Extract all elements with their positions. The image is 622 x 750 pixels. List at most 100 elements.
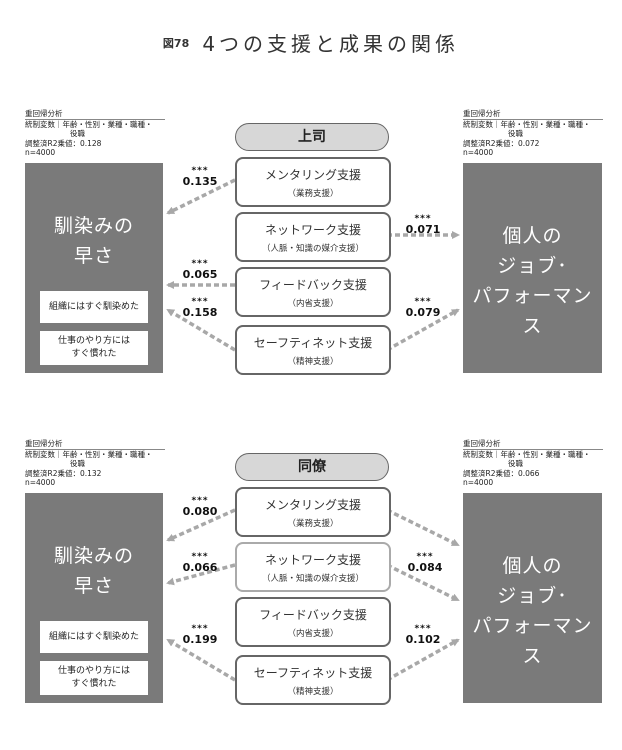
significance-stars: *** xyxy=(191,624,209,634)
stats-controls-cont: 役職 xyxy=(70,459,85,468)
arrow-safetynet-to-performance xyxy=(386,638,460,682)
outcome-title-line: 早さ xyxy=(73,245,114,267)
relation-header: 上司 xyxy=(235,123,389,151)
coefficient-value: 0.071 xyxy=(405,223,441,236)
stats-controls-cont: 役職 xyxy=(508,129,523,138)
coefficient-label: *** 0.080 xyxy=(180,497,220,518)
significance-stars: *** xyxy=(414,624,432,634)
support-name: ネットワーク支援 xyxy=(264,553,361,567)
outcome-box-fit-speed: 馴染みの 早さ 組織にはすぐ馴染めた 仕事のやり方には すぐ慣れた xyxy=(25,163,163,373)
left-regression-stats: 重回帰分析 統制変数｜年齢・性別・業種・職種・ 役職 調整済R2乗値：0.128… xyxy=(25,109,175,158)
outcome-title-line: 個人の xyxy=(502,225,563,247)
stats-r2: 調整済R2乗値：0.066 xyxy=(463,468,540,478)
stats-r2: 調整済R2乗値：0.072 xyxy=(463,138,540,148)
coefficient-label: *** 0.102 xyxy=(403,625,443,646)
significance-stars: *** xyxy=(414,214,432,224)
arrow-mentoring-to-performance xyxy=(386,508,460,547)
outcome-title-line: 馴染みの xyxy=(53,545,134,567)
stats-controls-cont: 役職 xyxy=(70,129,85,138)
outcome-title-line: パフォーマンス xyxy=(472,615,593,667)
support-desc: （業務支援） xyxy=(287,519,339,529)
stats-divider xyxy=(25,118,165,120)
coefficient-label: *** 0.084 xyxy=(405,553,445,574)
stats-divider xyxy=(463,118,603,120)
arrow-network-to-performance xyxy=(386,563,460,602)
support-desc: （内省支援） xyxy=(287,299,339,309)
stats-n: n=4000 xyxy=(463,148,494,157)
outcome-box-job-performance: 個人の ジョブ･ パフォーマンス xyxy=(463,493,602,703)
stats-controls: 統制変数｜年齢・性別・業種・職種・ xyxy=(25,119,153,129)
coefficient-label: *** 0.065 xyxy=(180,260,220,281)
outcome-title-line: ジョブ･ xyxy=(497,585,568,607)
right-regression-stats: 重回帰分析 統制変数｜年齢・性別・業種・職種・ 役職 調整済R2乗値：0.066… xyxy=(463,439,613,488)
support-name: フィードバック支援 xyxy=(259,608,367,622)
item-box: 組織にはすぐ馴染めた xyxy=(40,291,148,323)
stats-method: 重回帰分析 xyxy=(25,439,63,448)
coefficient-value: 0.079 xyxy=(405,306,441,319)
stats-r2: 調整済R2乗値：0.132 xyxy=(25,468,102,478)
coefficient-value: 0.102 xyxy=(405,633,441,646)
support-box-safetynet: セーフティネット支援 （精神支援） xyxy=(235,655,391,705)
support-name: ネットワーク支援 xyxy=(264,223,361,237)
stats-controls: 統制変数｜年齢・性別・業種・職種・ xyxy=(25,449,153,459)
coefficient-label: *** 0.199 xyxy=(180,625,220,646)
arrow-safetynet-to-fit xyxy=(166,308,236,352)
item-box: 組織にはすぐ馴染めた xyxy=(40,621,148,653)
support-box-network: ネットワーク支援 （人脈・知識の媒介支援） xyxy=(235,542,391,592)
coefficient-value: 0.199 xyxy=(182,633,218,646)
support-box-mentoring: メンタリング支援 （業務支援） xyxy=(235,157,391,207)
support-desc: （業務支援） xyxy=(287,189,339,199)
figure-heading: 4つの支援と成果の関係 xyxy=(202,32,460,56)
stats-divider xyxy=(25,448,165,450)
outcome-title-line: 個人の xyxy=(502,555,563,577)
stats-method: 重回帰分析 xyxy=(463,439,501,448)
stats-n: n=4000 xyxy=(463,478,494,487)
stats-divider xyxy=(463,448,603,450)
coefficient-value: 0.135 xyxy=(182,175,218,188)
outcome-title-line: 早さ xyxy=(73,575,114,597)
coefficient-label: *** 0.079 xyxy=(403,298,443,319)
outcome-title-line: ジョブ･ xyxy=(497,255,568,277)
significance-stars: *** xyxy=(191,166,209,176)
support-box-mentoring: メンタリング支援 （業務支援） xyxy=(235,487,391,537)
support-name: セーフティネット支援 xyxy=(253,666,373,680)
support-name: フィードバック支援 xyxy=(259,278,367,292)
support-desc: （人脈・知識の媒介支援） xyxy=(261,244,364,254)
panel-colleague: 重回帰分析 統制変数｜年齢・性別・業種・職種・ 役職 調整済R2乗値：0.132… xyxy=(0,435,622,745)
stats-controls: 統制変数｜年齢・性別・業種・職種・ xyxy=(463,119,591,129)
support-name: メンタリング支援 xyxy=(264,168,361,182)
stats-n: n=4000 xyxy=(25,478,56,487)
coefficient-label: *** 0.066 xyxy=(180,553,220,574)
coefficient-value: 0.065 xyxy=(182,268,218,281)
support-desc: （内省支援） xyxy=(287,629,339,639)
outcome-title-line: パフォーマンス xyxy=(472,285,593,337)
figure-title: 図78 4つの支援と成果の関係 xyxy=(0,28,622,57)
coefficient-label: *** 0.071 xyxy=(403,215,443,236)
arrow-safetynet-to-fit xyxy=(166,638,236,682)
stats-method: 重回帰分析 xyxy=(25,109,63,118)
support-box-feedback: フィードバック支援 （内省支援） xyxy=(235,597,391,647)
left-regression-stats: 重回帰分析 統制変数｜年齢・性別・業種・職種・ 役職 調整済R2乗値：0.132… xyxy=(25,439,175,488)
coefficient-value: 0.080 xyxy=(182,505,218,518)
significance-stars: *** xyxy=(191,259,209,269)
stats-controls: 統制変数｜年齢・性別・業種・職種・ xyxy=(463,449,591,459)
outcome-title: 個人の ジョブ･ パフォーマンス xyxy=(463,221,602,341)
panel-supervisor: 重回帰分析 統制変数｜年齢・性別・業種・職種・ 役職 調整済R2乗値：0.128… xyxy=(0,105,622,415)
outcome-title: 個人の ジョブ･ パフォーマンス xyxy=(463,551,602,671)
support-box-network: ネットワーク支援 （人脈・知識の媒介支援） xyxy=(235,212,391,262)
item-line: すぐ慣れた xyxy=(71,349,117,359)
significance-stars: *** xyxy=(191,496,209,506)
coefficient-value: 0.084 xyxy=(407,561,443,574)
significance-stars: *** xyxy=(414,297,432,307)
coefficient-value: 0.158 xyxy=(182,306,218,319)
coefficient-label: *** 0.135 xyxy=(180,167,220,188)
outcome-title: 馴染みの 早さ xyxy=(25,211,163,271)
panel-arrows xyxy=(166,508,460,682)
item-line: 仕事のやり方には xyxy=(57,336,130,346)
item-box: 仕事のやり方には すぐ慣れた xyxy=(40,661,148,695)
arrow-safetynet-to-performance xyxy=(386,308,460,352)
coefficient-label: *** 0.158 xyxy=(180,298,220,319)
outcome-box-job-performance: 個人の ジョブ･ パフォーマンス xyxy=(463,163,602,373)
outcome-title-line: 馴染みの xyxy=(53,215,134,237)
stats-method: 重回帰分析 xyxy=(463,109,501,118)
